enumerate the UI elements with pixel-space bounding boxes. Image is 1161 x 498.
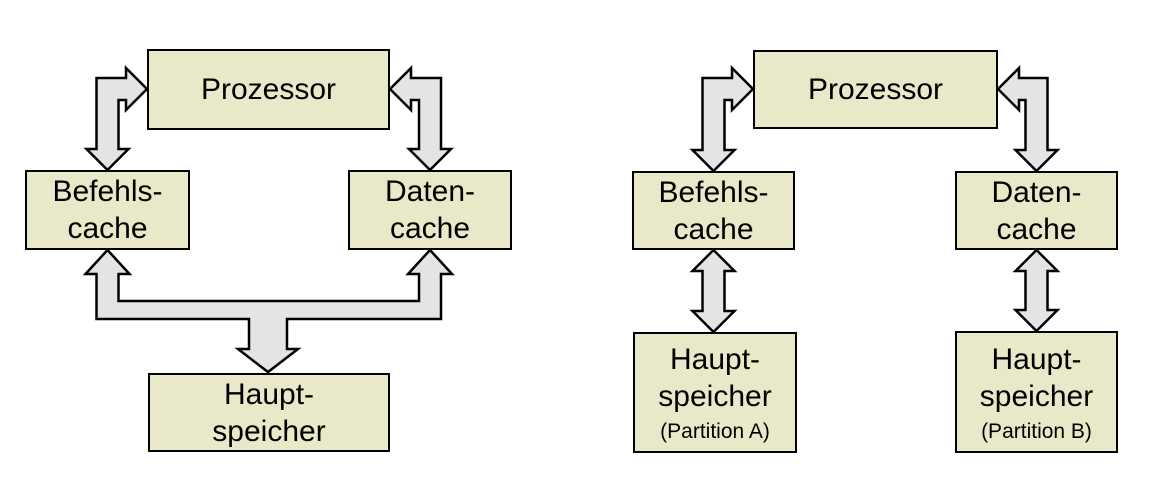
node-label: cache	[389, 212, 471, 245]
bidi-elbow-arrow-prozessor-datencache-left-diagram	[388, 64, 455, 172]
node-label: cache	[67, 212, 148, 245]
bidi-elbow-arrow-prozessor-befehlscache-left-diagram	[83, 64, 149, 172]
node-label: speicher	[212, 414, 326, 448]
node-sublabel: (Partition B)	[981, 419, 1092, 443]
bidi-arrow-befehlscache-partition-a	[689, 248, 738, 334]
node-label: Prozessor	[200, 73, 337, 106]
node-befehlscache-right-diagram: Befehls- cache	[632, 171, 795, 250]
node-datencache-left-diagram: Daten- cache	[348, 170, 512, 250]
node-befehlscache-left-diagram: Befehls- cache	[25, 170, 190, 250]
node-prozessor-left-diagram: Prozessor	[147, 49, 390, 130]
bidi-elbow-arrow-prozessor-befehlscache-right-diagram	[689, 64, 755, 173]
node-label: Haupt-	[991, 342, 1082, 376]
node-label: cache	[996, 212, 1077, 246]
node-label: Haupt-	[669, 343, 761, 376]
node-label: Haupt-	[223, 377, 315, 411]
bidi-arrow-datencache-partition-b	[1012, 248, 1061, 333]
node-hauptspeicher-partition-b: Haupt- speicher (Partition B)	[955, 331, 1118, 453]
node-label: Befehls-	[52, 175, 163, 208]
node-hauptspeicher-partition-a: Haupt- speicher (Partition A)	[633, 332, 797, 453]
node-label: speicher	[979, 379, 1094, 413]
node-hauptspeicher-left-diagram: Haupt- speicher	[148, 373, 390, 452]
node-label: Daten-	[991, 175, 1082, 209]
branching-arrow-caches-hauptspeicher	[82, 248, 455, 374]
node-label: Befehls-	[658, 175, 769, 209]
node-label: speicher	[658, 380, 772, 413]
node-datencache-right-diagram: Daten- cache	[955, 171, 1118, 250]
node-label: Daten-	[384, 175, 476, 208]
node-label: Prozessor	[807, 73, 944, 106]
bidi-elbow-arrow-prozessor-datencache-right-diagram	[996, 64, 1061, 173]
node-prozessor-right-diagram: Prozessor	[753, 50, 998, 129]
node-label: cache	[673, 212, 754, 246]
node-sublabel: (Partition A)	[660, 420, 770, 443]
